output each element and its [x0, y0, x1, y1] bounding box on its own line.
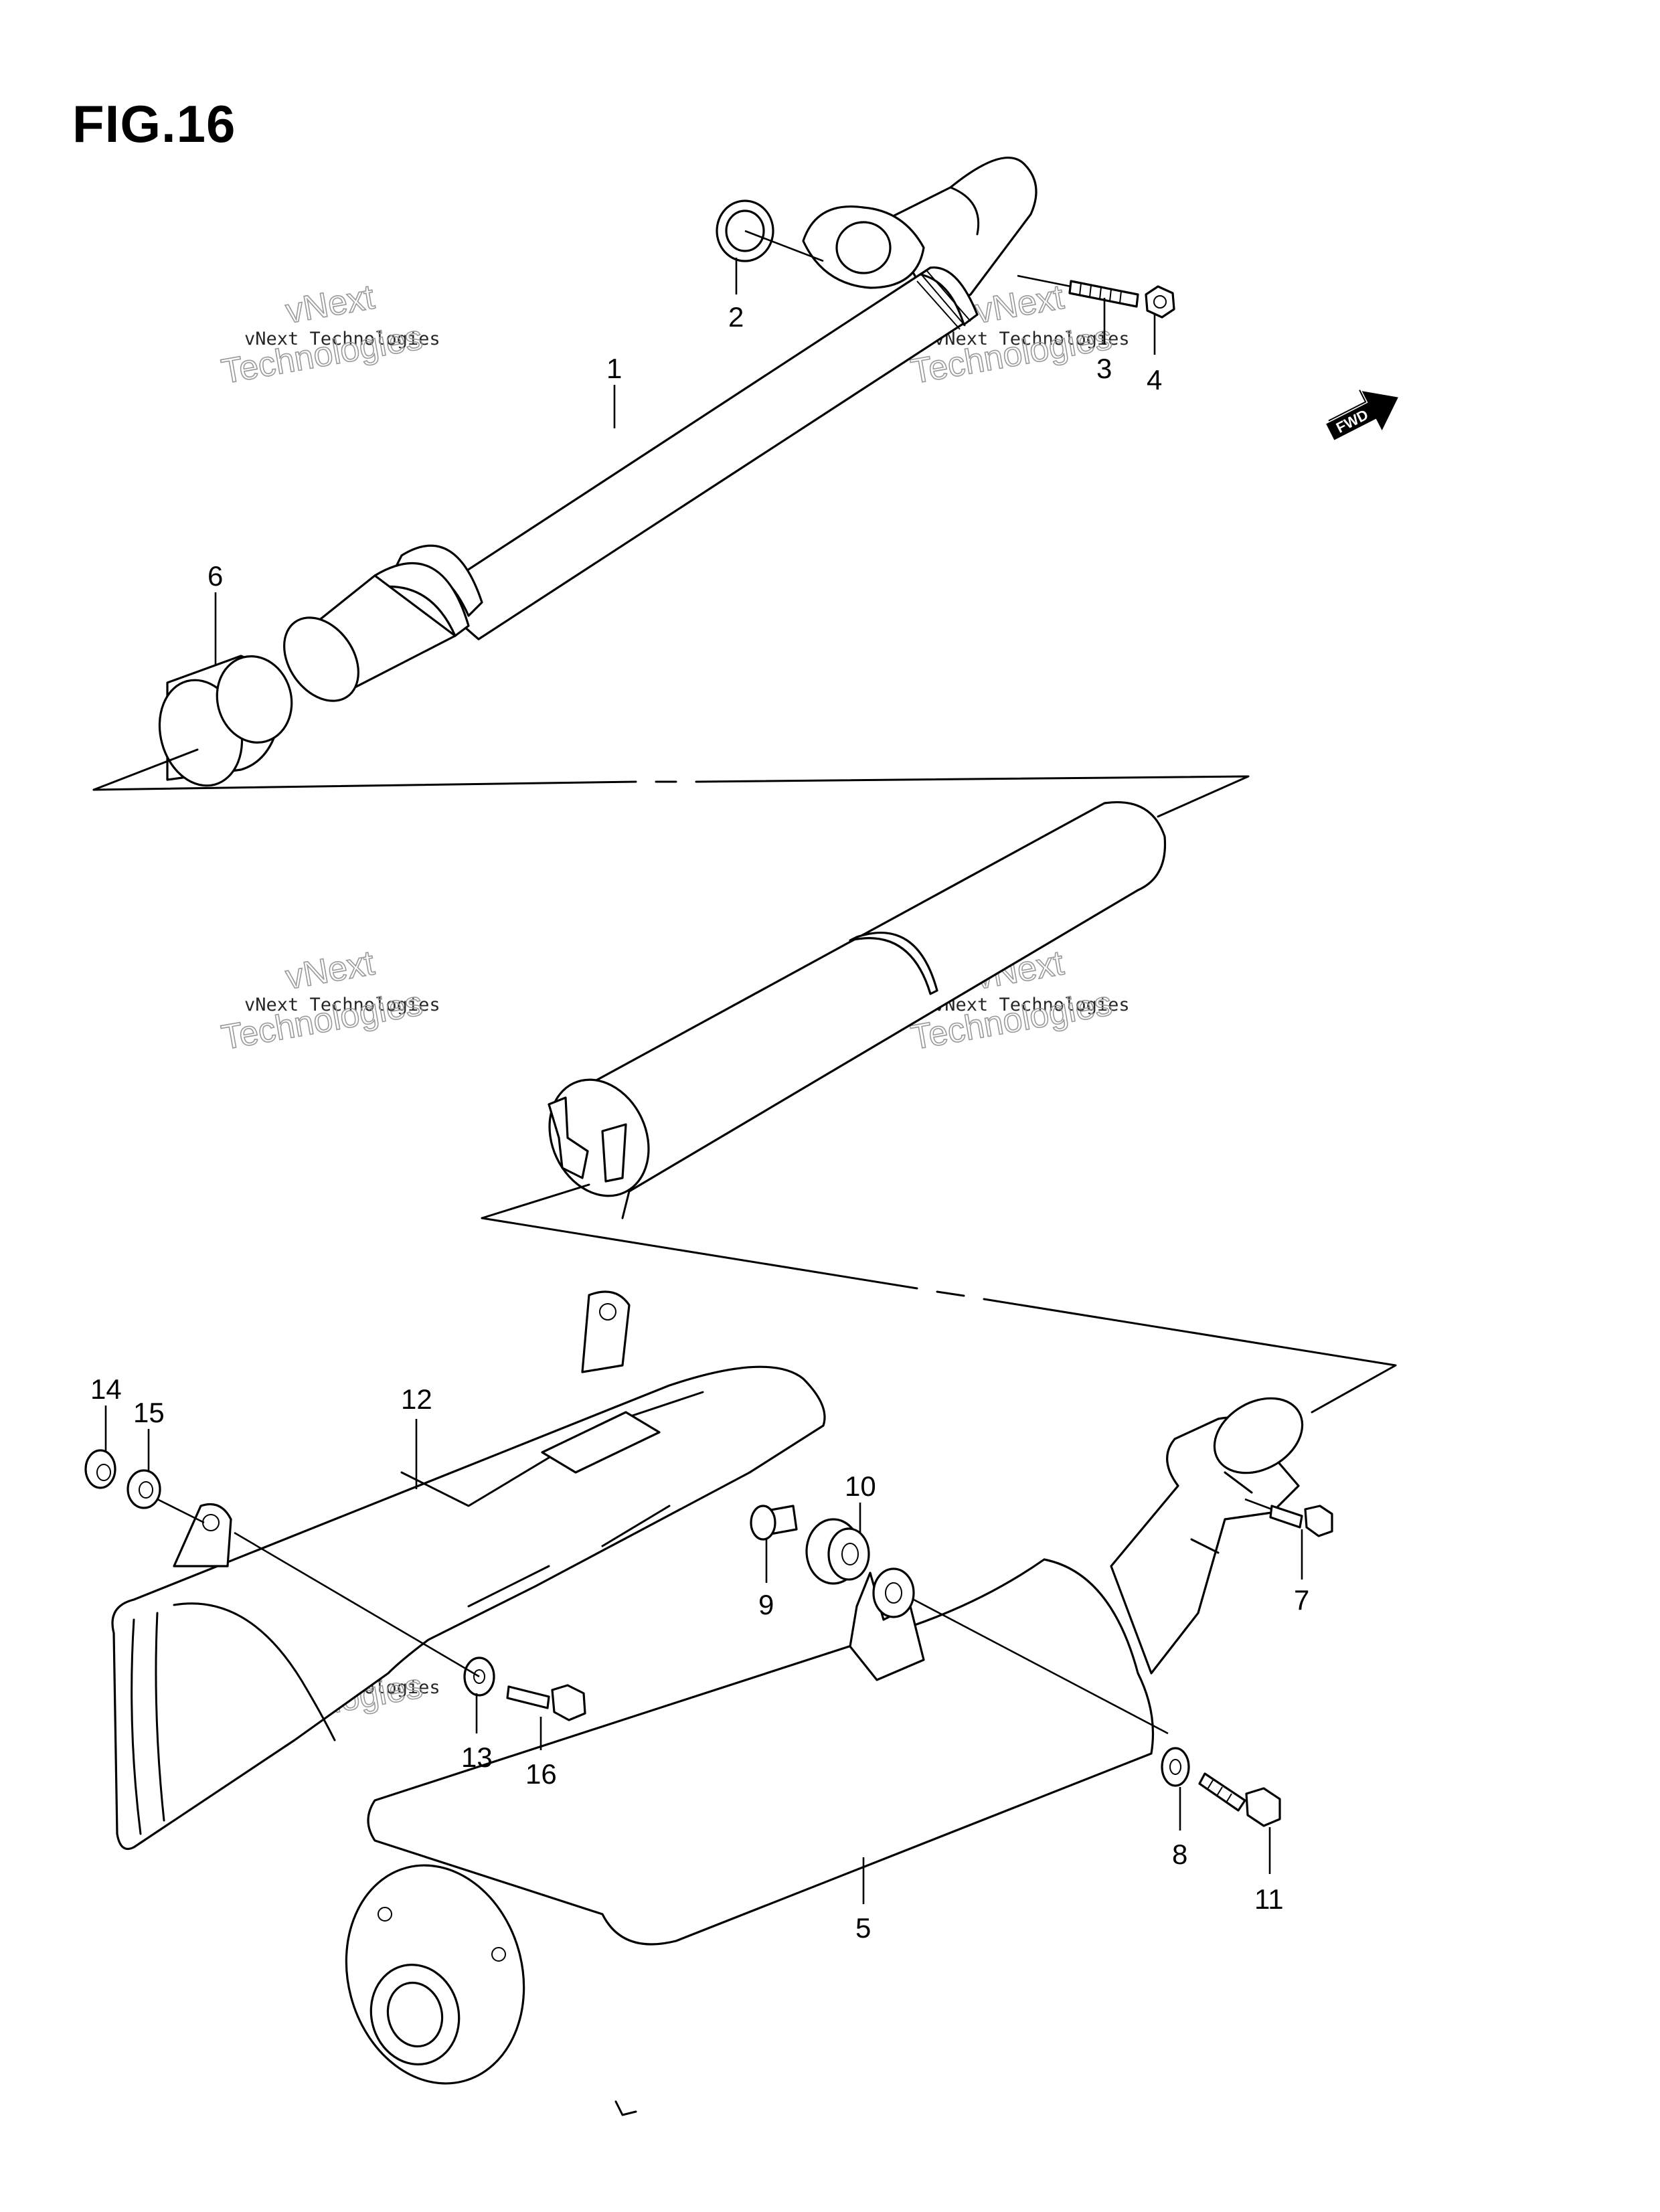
fwd-label: FWD [1333, 406, 1371, 436]
washer-8 [1161, 1747, 1190, 1787]
middle-pipe-section [548, 801, 1167, 1219]
break-line-middle [481, 1183, 1397, 1414]
callout-14: 14 [90, 1373, 122, 1405]
callout-8: 8 [1172, 1839, 1187, 1870]
watermark-outline: vNext [282, 278, 378, 331]
watermark-text: vNext Technologies [934, 329, 1130, 349]
callout-4: 4 [1147, 364, 1162, 396]
callout-15: 15 [133, 1397, 165, 1428]
callout-6: 6 [208, 560, 223, 592]
watermark-text: vNext Technologies [244, 995, 440, 1015]
bolt-7 [1269, 1505, 1333, 1537]
callout-labels: 1 2 3 4 6 5 7 8 9 10 11 12 13 [90, 258, 1309, 1944]
exhaust-pipe-1 [283, 156, 1038, 702]
collar-9 [750, 1505, 798, 1541]
bolt-16 [506, 1684, 586, 1721]
callout-2: 2 [728, 301, 744, 333]
callout-1: 1 [606, 353, 622, 384]
callout-3: 3 [1096, 353, 1112, 384]
leader-line [1017, 274, 1072, 288]
stud-bolt-3 [1068, 280, 1139, 308]
heat-shield-12 [111, 1290, 826, 1851]
figure-title: FIG.16 [72, 94, 236, 153]
callout-5: 5 [855, 1912, 871, 1944]
collar-15 [127, 1469, 161, 1509]
leader-line [744, 230, 824, 262]
callout-9: 9 [758, 1589, 774, 1620]
watermark-text: vNext Technologies [934, 995, 1130, 1015]
leader-line [913, 1598, 1169, 1735]
leader-line [1244, 1498, 1272, 1511]
callout-12: 12 [401, 1383, 432, 1415]
callout-10: 10 [845, 1470, 876, 1502]
callout-7: 7 [1294, 1584, 1309, 1616]
callout-16: 16 [525, 1758, 557, 1790]
forward-arrow-icon: FWD [1326, 390, 1398, 440]
watermark-text: vNext Technologies [244, 329, 440, 349]
knurl-band-upper [916, 270, 971, 330]
leader-line [157, 1498, 205, 1524]
break-line-upper [92, 748, 1250, 818]
bolt-11 [1198, 1772, 1281, 1827]
callout-11: 11 [1254, 1883, 1284, 1915]
watermark-outline: vNext [972, 278, 1067, 331]
watermark-outline: vNext [282, 944, 378, 997]
leader-line [234, 1531, 480, 1678]
callout-13: 13 [461, 1741, 493, 1773]
nut-4 [1145, 285, 1175, 319]
grommet-10 [805, 1518, 915, 1618]
muffler-5 [345, 1397, 1304, 2116]
washer-14 [84, 1449, 116, 1489]
sleeve-6 [158, 655, 293, 787]
